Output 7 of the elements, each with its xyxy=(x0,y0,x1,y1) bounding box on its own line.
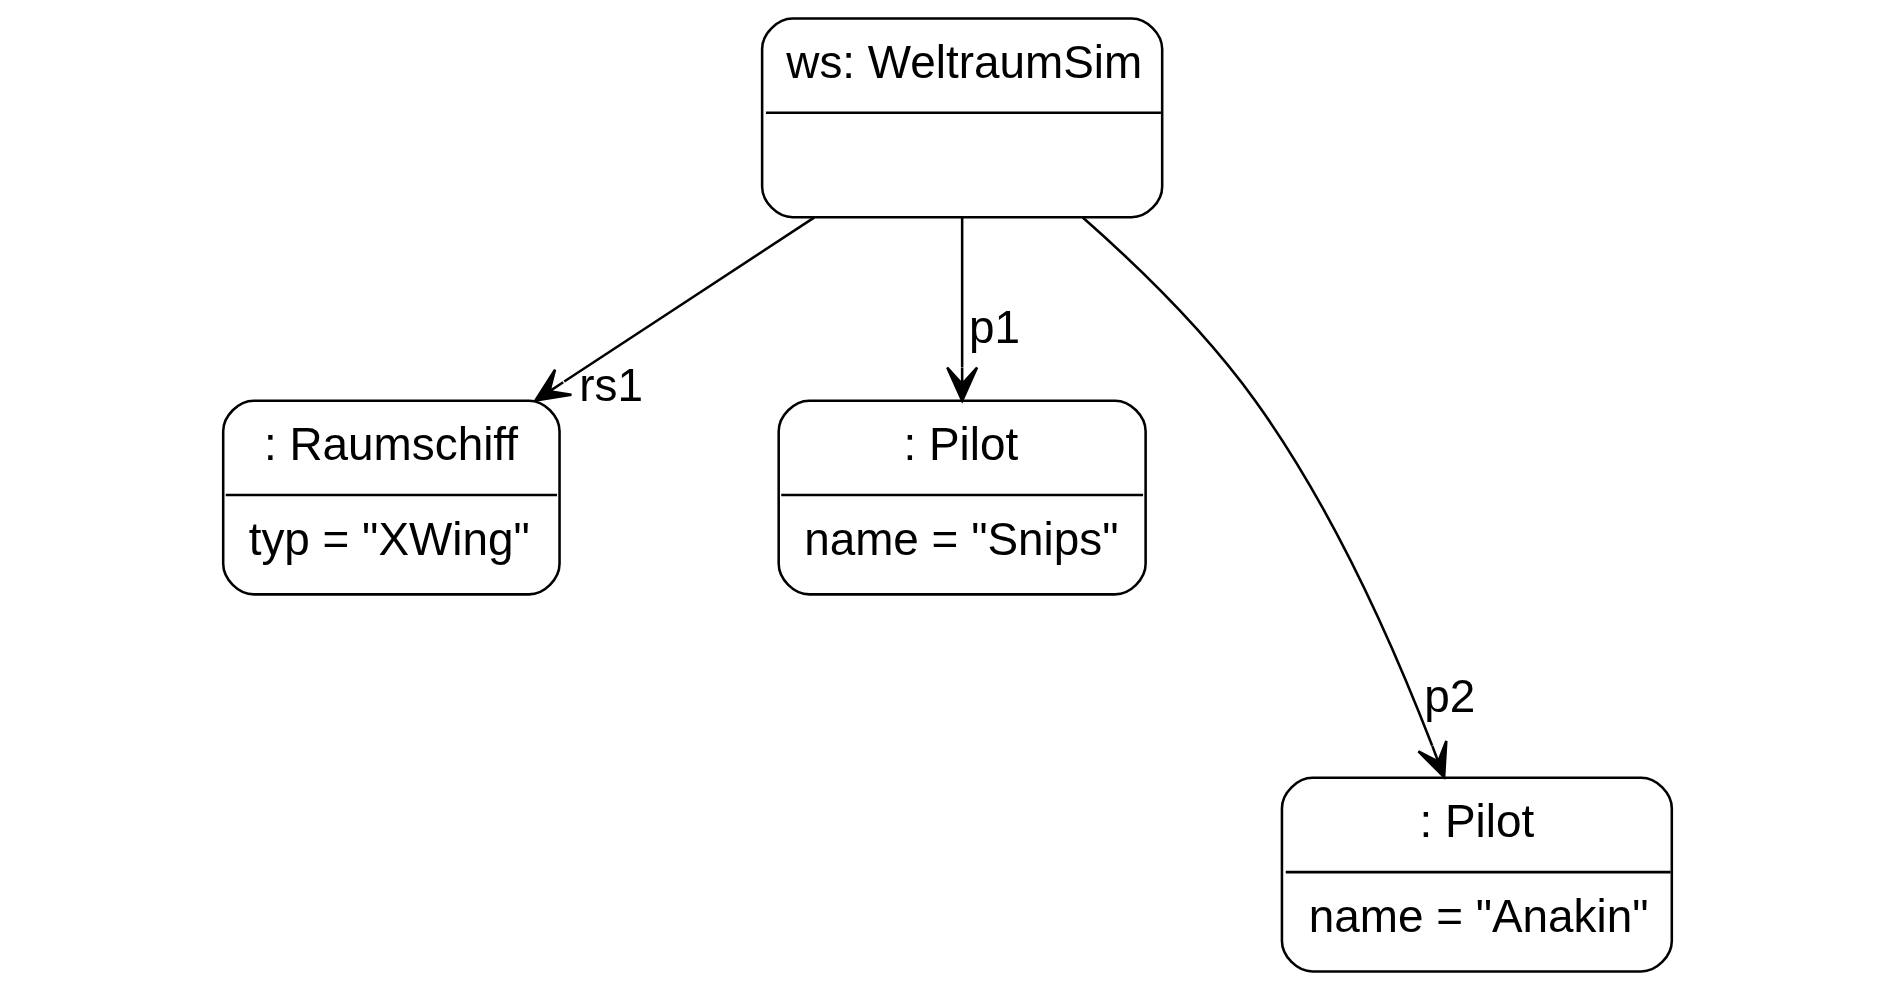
edge-label: p2 xyxy=(1424,670,1476,723)
edge-label: rs1 xyxy=(579,358,644,411)
node-box: : Raumschiff typ = "XWing" xyxy=(221,399,561,596)
edge-label: p1 xyxy=(968,300,1020,353)
arrow xyxy=(945,217,979,402)
arrow xyxy=(534,216,816,402)
arrow xyxy=(1081,216,1448,779)
